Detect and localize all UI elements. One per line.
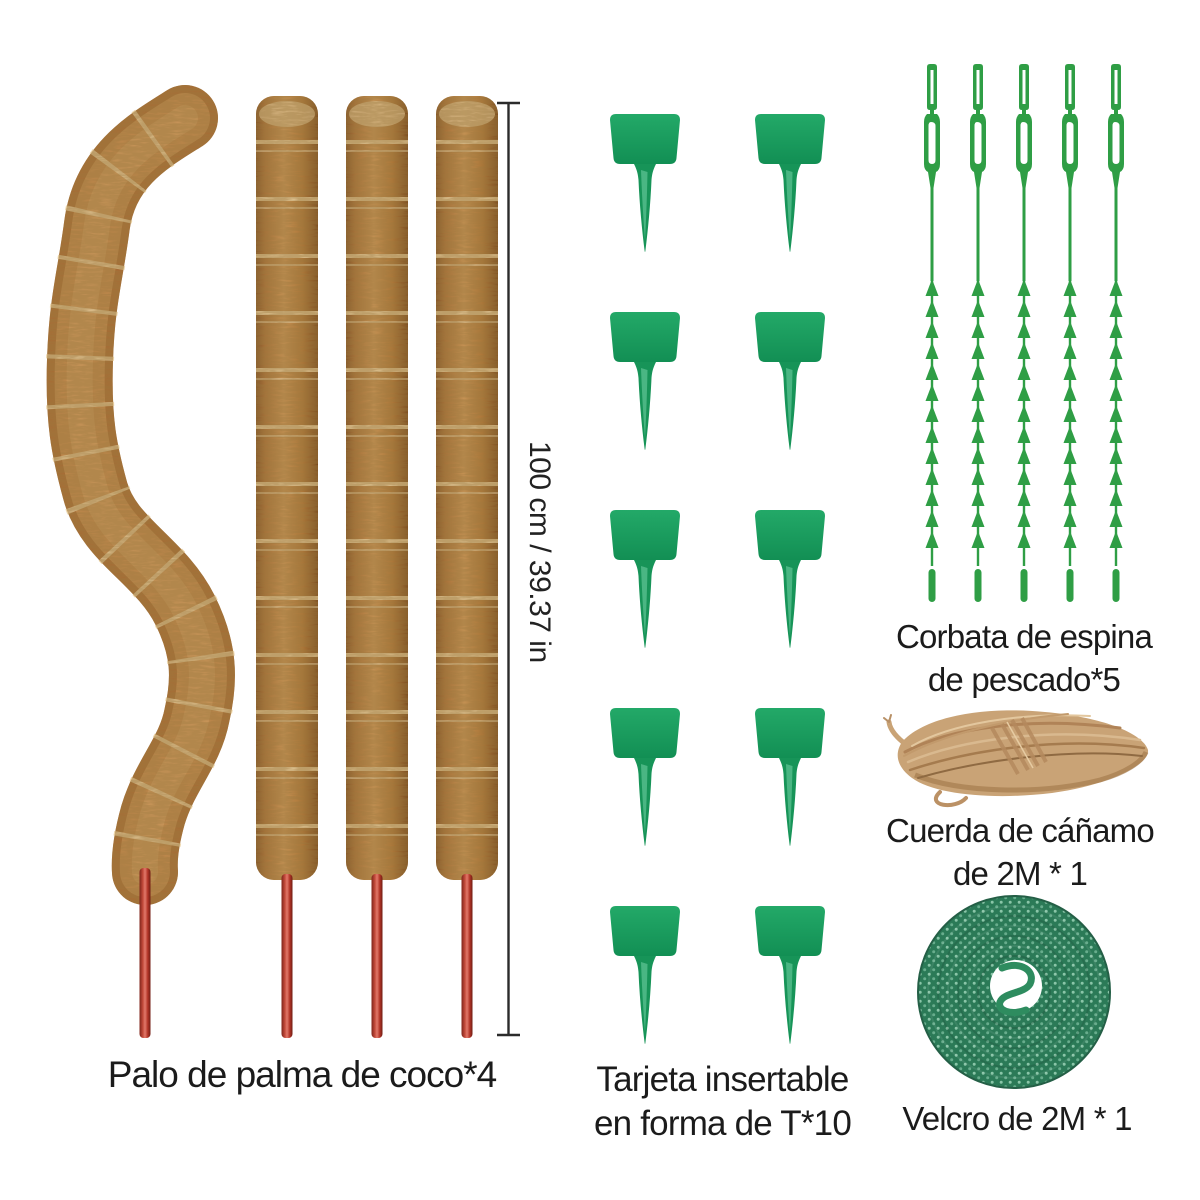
t-card-grid bbox=[610, 114, 825, 1044]
measurement-label: 100 cm / 39.37 in bbox=[523, 441, 556, 663]
measurement-line bbox=[497, 101, 520, 1037]
fishbone-tie bbox=[1108, 64, 1124, 602]
caption-hemp-rope: Cuerda de cáñamo de 2M * 1 bbox=[870, 810, 1170, 896]
caption-hemp-line1: Cuerda de cáñamo bbox=[886, 812, 1155, 849]
coir-texture bbox=[20, 60, 530, 920]
caption-t-card-line2: en forma de T*10 bbox=[594, 1103, 852, 1143]
fishbone-tie bbox=[1062, 64, 1078, 602]
caption-fishbone-tie: Corbata de espina de pescado*5 bbox=[874, 616, 1174, 702]
hemp-rope bbox=[883, 710, 1149, 808]
red-stakes bbox=[139, 868, 473, 1038]
t-card bbox=[610, 906, 680, 1044]
t-card bbox=[610, 708, 680, 846]
caption-fishbone-line2: de pescado*5 bbox=[927, 660, 1121, 698]
caption-velcro: Velcro de 2M * 1 bbox=[902, 1100, 1132, 1137]
t-card bbox=[755, 906, 825, 1044]
caption-t-card: Tarjeta insertable en forma de T*10 bbox=[560, 1058, 885, 1146]
t-card bbox=[755, 510, 825, 648]
caption-fishbone-line1: Corbata de espina bbox=[895, 618, 1153, 655]
caption-t-card-line1: Tarjeta insertable bbox=[596, 1060, 849, 1099]
t-card bbox=[610, 312, 680, 450]
caption-coco-pole: Palo de palma de coco*4 bbox=[107, 1054, 497, 1095]
t-card bbox=[755, 708, 825, 846]
fishbone-tie bbox=[970, 64, 986, 602]
velcro-roll bbox=[917, 895, 1111, 1089]
fishbone-tie-set bbox=[924, 64, 1124, 602]
t-card bbox=[610, 510, 680, 648]
caption-hemp-line2: de 2M * 1 bbox=[952, 854, 1088, 892]
t-card bbox=[610, 114, 680, 252]
fishbone-tie bbox=[924, 64, 940, 602]
fishbone-tie bbox=[1016, 64, 1032, 602]
t-card bbox=[755, 312, 825, 450]
t-card bbox=[755, 114, 825, 252]
